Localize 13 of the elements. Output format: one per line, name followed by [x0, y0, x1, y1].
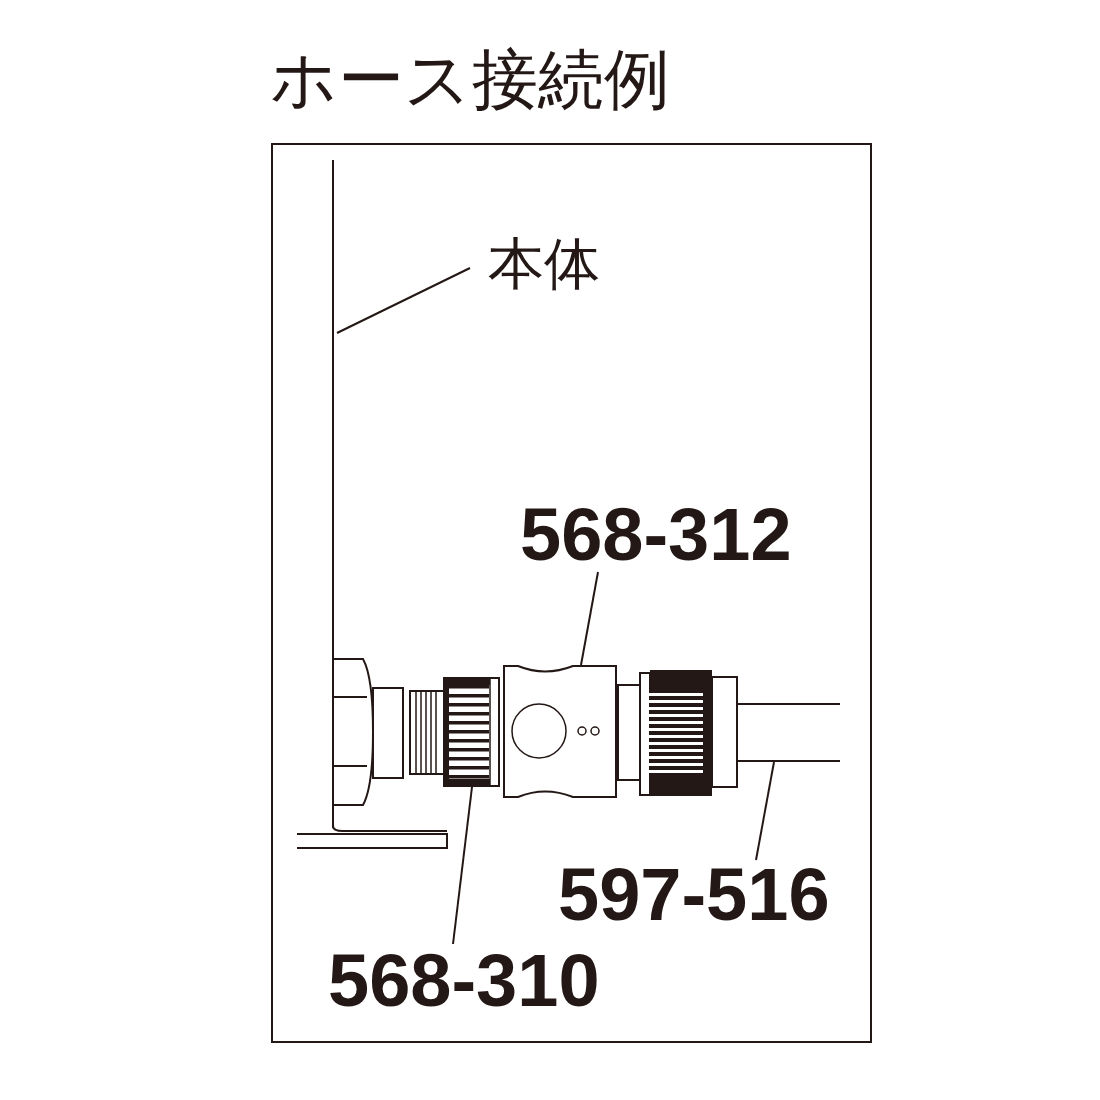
- part-number: 597-516: [558, 853, 830, 936]
- knurled-nut-drawing: [443, 677, 500, 787]
- diagram-title: ホース接続例: [270, 46, 670, 112]
- coupler-drawing: [503, 665, 617, 798]
- part-label: 本体: [488, 232, 600, 295]
- leader-line: [452, 786, 473, 945]
- part-number: 568-312: [520, 493, 792, 576]
- part-number: 568-310: [328, 939, 600, 1022]
- leader-line: [580, 571, 599, 666]
- hose-drawing: [738, 703, 840, 762]
- leader-line: [755, 761, 775, 861]
- leader-line: [336, 267, 471, 334]
- body-wall-drawing: [331, 160, 337, 828]
